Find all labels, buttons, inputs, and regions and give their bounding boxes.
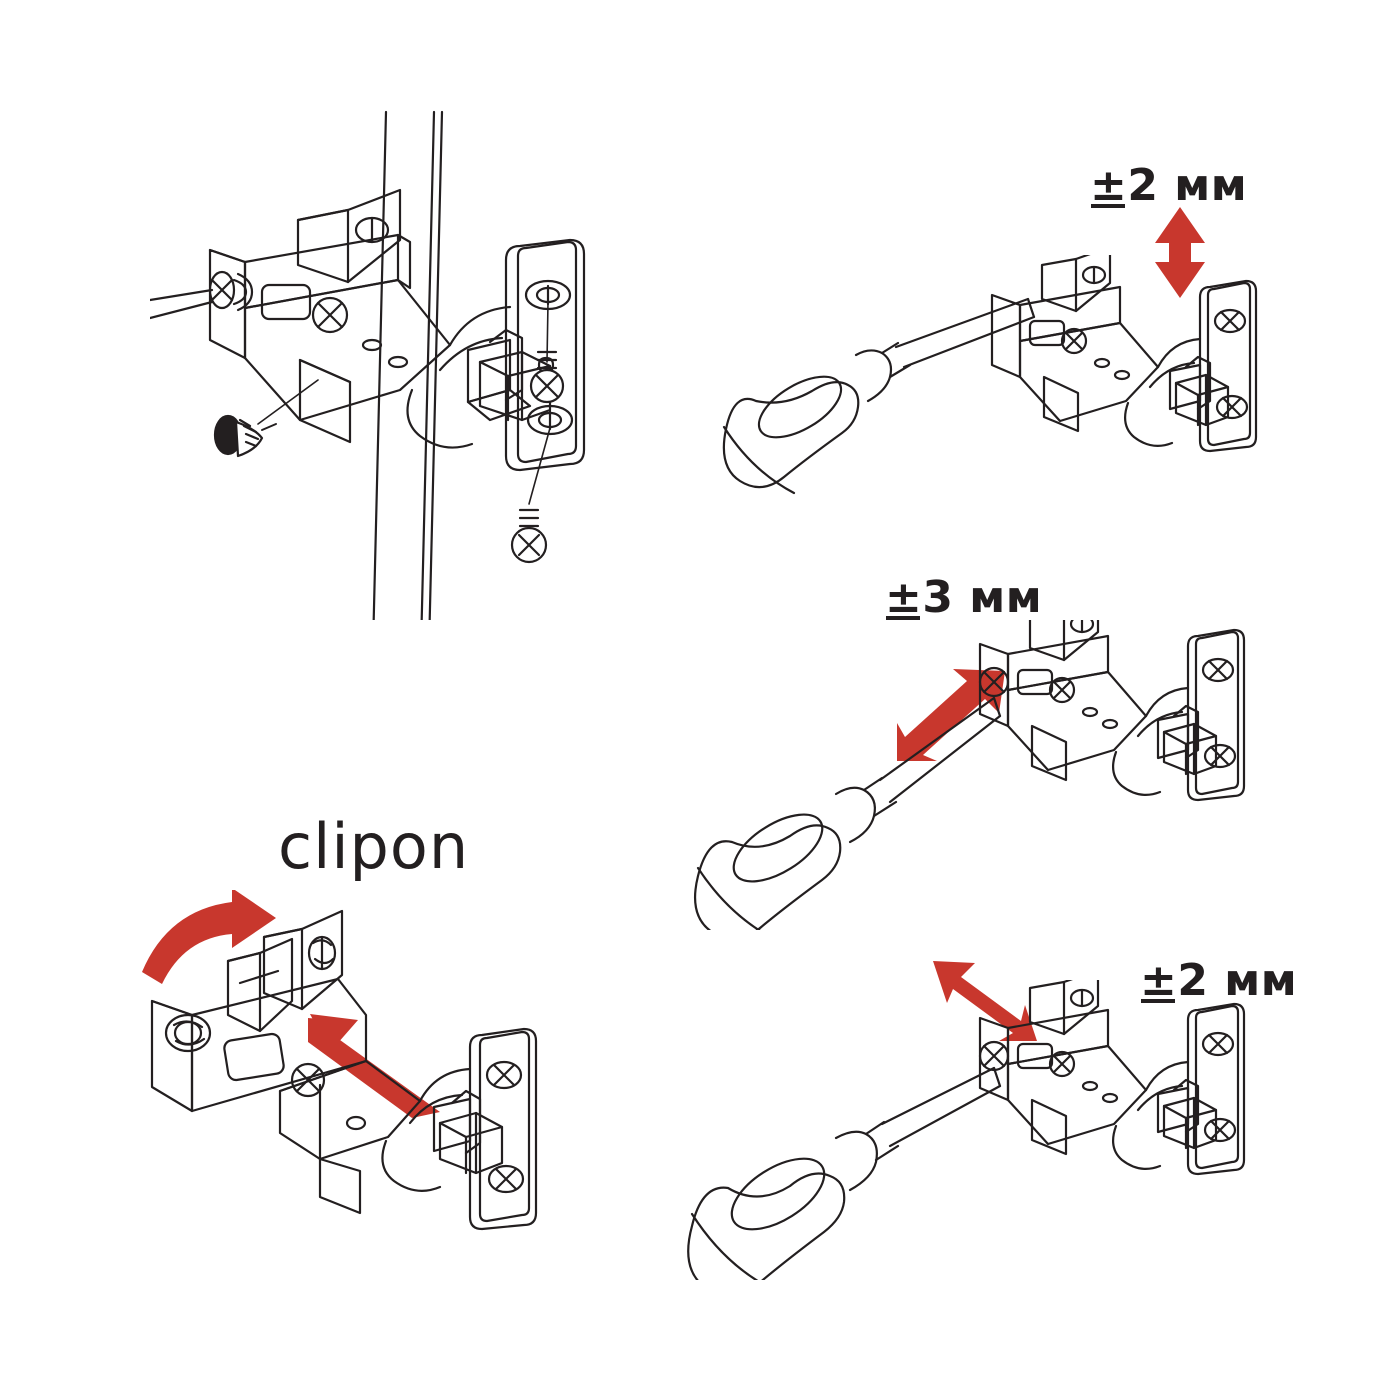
- euro-screw-installed: [150, 270, 254, 320]
- height-dim-value: 2 мм: [1127, 160, 1248, 211]
- depth-adjust-diagram: [694, 620, 1246, 930]
- side-adjust-dimension-label: ±2 мм: [1140, 955, 1297, 1006]
- hinge-knuckle: [406, 305, 552, 449]
- hinge-arm: [978, 980, 1148, 1156]
- machine-screw-loose: [510, 427, 551, 564]
- hinge-arm: [150, 977, 422, 1215]
- height-adjust-diagram: [722, 255, 1258, 495]
- hinge-arm: [990, 255, 1160, 433]
- depth-dim-value: 3 мм: [922, 572, 1043, 623]
- screwdriver: [694, 696, 1002, 930]
- machine-screw-top: [529, 301, 565, 404]
- side-adjust-arrow: [933, 961, 1037, 1041]
- clip-tab: [296, 188, 402, 284]
- clipon-label: clipon: [278, 810, 470, 883]
- hinge-arm: [208, 233, 452, 444]
- cabinet-panel-edges: [372, 110, 444, 620]
- mounting-plate: [1198, 279, 1258, 453]
- mounting-plate: [504, 238, 586, 472]
- mounting-plate: [468, 1027, 538, 1231]
- mounting-plate: [1186, 628, 1246, 802]
- wood-screw-loose: [213, 379, 319, 458]
- height-adjust-arrow: [1155, 207, 1205, 298]
- depth-adjust-dimension-label: ±3 мм: [885, 572, 1042, 623]
- hinge-knuckle: [1111, 1060, 1218, 1171]
- hinge-knuckle: [381, 1067, 504, 1192]
- side-dim-value: 2 мм: [1177, 955, 1298, 1006]
- clipon-hinge-diagram: [150, 909, 538, 1231]
- screwdriver: [687, 1066, 1002, 1280]
- plus-minus-symbol: ±: [1140, 955, 1178, 1006]
- clip-on-lever: [226, 909, 344, 1033]
- plus-minus-symbol: ±: [885, 572, 923, 623]
- clipon-curved-arrow: [142, 890, 276, 984]
- screwdriver: [722, 297, 1036, 495]
- side-adjust-diagram: [687, 980, 1246, 1280]
- hinge-knuckle: [1111, 686, 1218, 797]
- height-adjust-dimension-label: ±2 мм: [1090, 160, 1247, 211]
- depth-adjust-arrow: [897, 669, 1005, 761]
- plus-minus-symbol: ±: [1090, 160, 1128, 211]
- mounting-plate: [1186, 1002, 1246, 1176]
- hinge-arm: [978, 620, 1148, 782]
- hinge-installation-diagram: [150, 110, 586, 620]
- hinge-knuckle: [1123, 337, 1230, 448]
